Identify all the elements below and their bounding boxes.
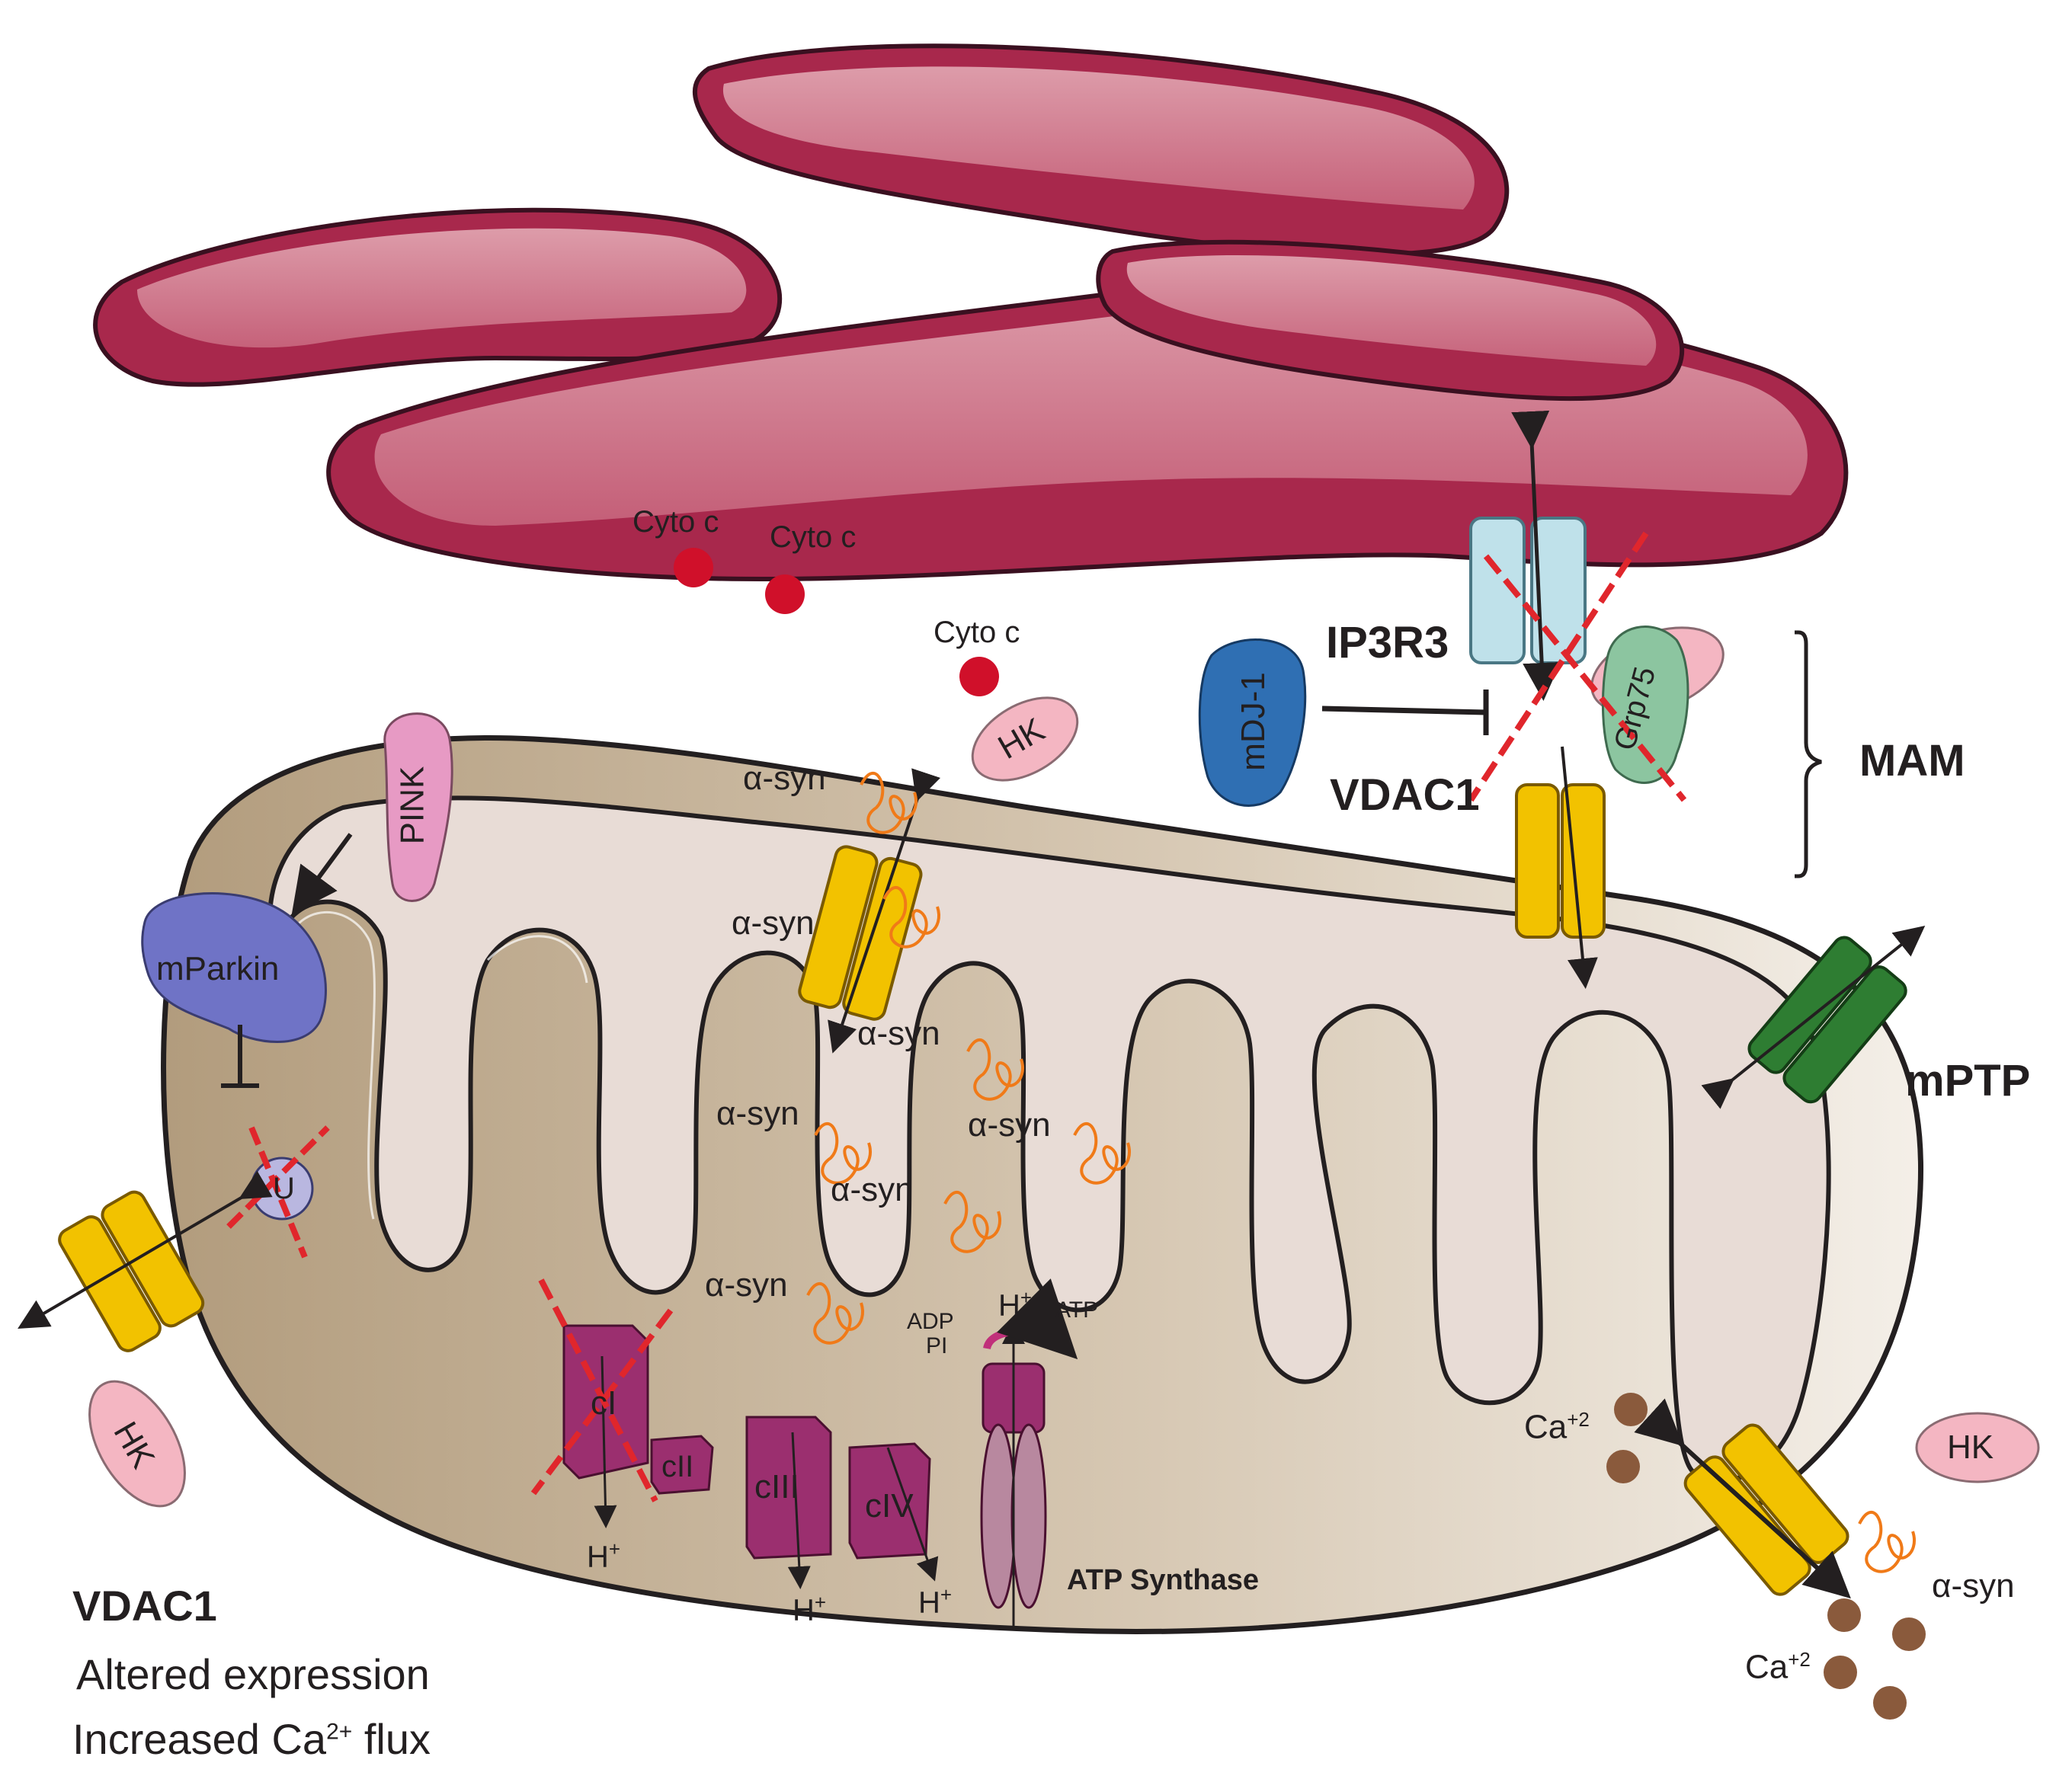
complex-i-red-cross: [530, 1278, 674, 1502]
mptp-arrow: [1701, 926, 1926, 1109]
ca-label-outer: Ca+2: [1745, 1648, 1811, 1686]
h-plus-label-1: H+: [587, 1537, 621, 1574]
alpha-syn-aggregates: [806, 772, 1916, 1573]
asyn-squiggle: [1858, 1511, 1916, 1573]
mam-bracket: [1795, 630, 1822, 878]
ca-ion: [1827, 1598, 1861, 1632]
cyto-c-label-2: Cyto c: [770, 520, 857, 554]
grp75-protein: [1601, 626, 1689, 784]
adp-atp-curve: [983, 1278, 1078, 1360]
asyn-label-4: α-syn: [716, 1095, 799, 1132]
asyn-squiggle: [966, 1038, 1024, 1101]
asyn-squiggle: [943, 1191, 1001, 1253]
atp-synthase-shape: [980, 1362, 1047, 1609]
mitochondrial-inner-membrane: [267, 795, 1831, 1483]
caption-title: VDAC1: [72, 1582, 217, 1630]
asyn-label-7: α-syn: [705, 1266, 788, 1304]
hk-label-right: HK: [1947, 1429, 1994, 1466]
mparkin-protein: [141, 892, 327, 1043]
endoplasmic-reticulum: [93, 43, 1849, 582]
h-plus-label-4: H+: [998, 1286, 1033, 1323]
vdac1-channel-mam: [1515, 783, 1606, 939]
complex-iii-label: cIII: [754, 1468, 799, 1505]
cyto-c-dot: [765, 574, 805, 614]
asyn-label-1: α-syn: [743, 760, 826, 797]
asyn-squiggle: [1073, 1122, 1131, 1185]
cyto-c-label-1: Cyto c: [632, 505, 719, 539]
asyn-label-5: α-syn: [968, 1106, 1051, 1144]
mam-label: MAM: [1859, 736, 1965, 786]
complex-ii-shape: [650, 1435, 714, 1495]
asyn-squiggle: [814, 1122, 872, 1185]
pink-protein: [383, 712, 453, 902]
ub-red-cross: [226, 1125, 330, 1259]
vdac1-center-arrow: [828, 768, 941, 1054]
calcium-ions: [1606, 1393, 1926, 1720]
hk-protein-right: [1915, 1412, 2040, 1483]
caption-line1: Altered expression: [76, 1650, 430, 1698]
complex-i-label: cI: [591, 1384, 617, 1422]
asyn-label-6: α-syn: [831, 1171, 914, 1208]
atp-label: ATP: [1055, 1297, 1099, 1323]
asyn-squiggle: [860, 772, 918, 834]
h-plus-label-2: H+: [793, 1591, 827, 1627]
ip3r3-arrow: [1511, 410, 1561, 701]
vdac1-left-arrow: [18, 1170, 273, 1329]
atp-synthase-label: ATP Synthase: [1067, 1564, 1260, 1596]
ca-ion: [1614, 1393, 1648, 1426]
ca-ion: [1606, 1450, 1640, 1483]
asyn-label-2: α-syn: [732, 904, 815, 942]
mdj1-protein: [1198, 638, 1307, 807]
vdac1-mam-arrow: [1561, 746, 1598, 989]
asyn-label-3: α-syn: [857, 1015, 940, 1052]
cyto-c-dot: [959, 657, 999, 696]
complex-iv-label: cIV: [865, 1487, 914, 1525]
cyto-c-dot: [674, 548, 713, 587]
ca-ion: [1892, 1617, 1926, 1651]
ip3r3-label: IP3R3: [1326, 618, 1449, 667]
h-plus-label-3: H+: [918, 1583, 953, 1620]
hk-protein-top: [971, 696, 1079, 782]
caption-line2: Increased Ca2+ flux: [72, 1715, 431, 1763]
mam-red-cross: [1468, 531, 1687, 802]
cytochrome-c-group: [674, 548, 999, 696]
mdj1-label: mDJ-1: [1234, 672, 1272, 771]
vdac1-mam-label: VDAC1: [1330, 770, 1480, 820]
asyn-squiggle: [882, 886, 940, 949]
pi-label: PI: [926, 1333, 948, 1358]
pink-label: PINK: [393, 766, 431, 845]
complex-iii-shape: [745, 1416, 832, 1560]
asyn-squiggle: [806, 1282, 864, 1345]
mparkin-label: mParkin: [156, 950, 280, 987]
ca-ion: [1873, 1686, 1907, 1720]
mptp-label: mPTP: [1905, 1056, 2031, 1105]
cyto-c-label-3: Cyto c: [934, 616, 1020, 649]
pink-to-parkin-arrow: [291, 833, 353, 914]
hk-protein-left: [88, 1380, 186, 1508]
ca-ion: [1824, 1656, 1857, 1689]
asyn-label-8: α-syn: [1932, 1567, 2015, 1605]
dj1-inhibit-line: [1321, 706, 1487, 715]
ca-label-inner: Ca+2: [1524, 1408, 1590, 1446]
proton-arrows: [594, 1321, 1025, 1630]
ub-label: U: [273, 1172, 295, 1205]
complex-ii-label: cII: [661, 1450, 694, 1483]
ca-flux-arrow: [1634, 1398, 1851, 1599]
adp-label: ADP: [907, 1309, 954, 1334]
